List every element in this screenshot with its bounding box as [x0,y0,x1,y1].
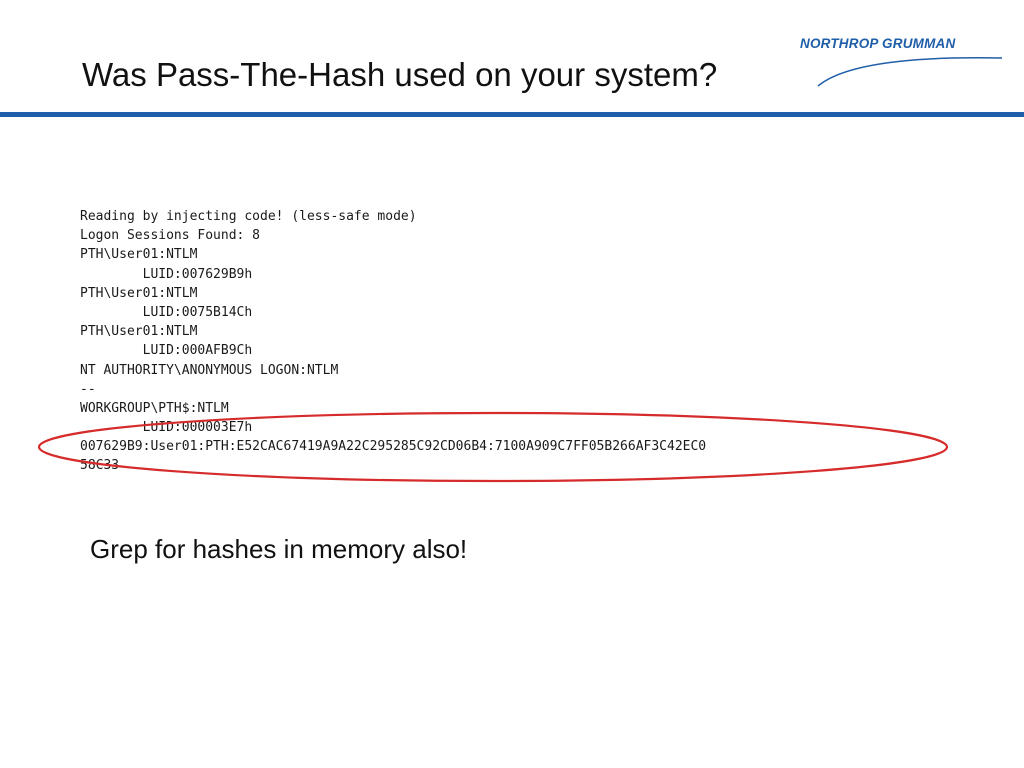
console-line: NT AUTHORITY\ANONYMOUS LOGON:NTLM [80,362,339,378]
console-line: Logon Sessions Found: 8 [80,228,261,244]
console-output: Reading by injecting code! (less-safe mo… [80,207,940,477]
northrop-grumman-logo: NORTHROP GRUMMAN [800,36,1012,87]
logo-wordmark: NORTHROP GRUMMAN [800,36,956,51]
console-line: PTH\User01:NTLM [80,285,198,301]
console-hash-line: 007629B9:User01:PTH:E52CAC67419A9A22C295… [80,439,707,455]
console-line: WORKGROUP\PTH$:NTLM [80,400,229,416]
console-line: LUID:000AFB9Ch [80,343,253,359]
console-line: -- [80,381,96,397]
title-divider [0,112,1024,117]
logo-swoosh-icon [817,57,1003,87]
slide-caption: Grep for hashes in memory also! [90,534,468,564]
console-line: PTH\User01:NTLM [80,324,198,340]
console-line: LUID:0075B14Ch [80,304,253,320]
highlight-ellipse [37,411,949,483]
console-line: Reading by injecting code! (less-safe mo… [80,209,417,224]
slide-title: Was Pass-The-Hash used on your system? [82,56,718,93]
console-line: PTH\User01:NTLM [80,247,198,263]
console-line: LUID:007629B9h [80,266,253,282]
